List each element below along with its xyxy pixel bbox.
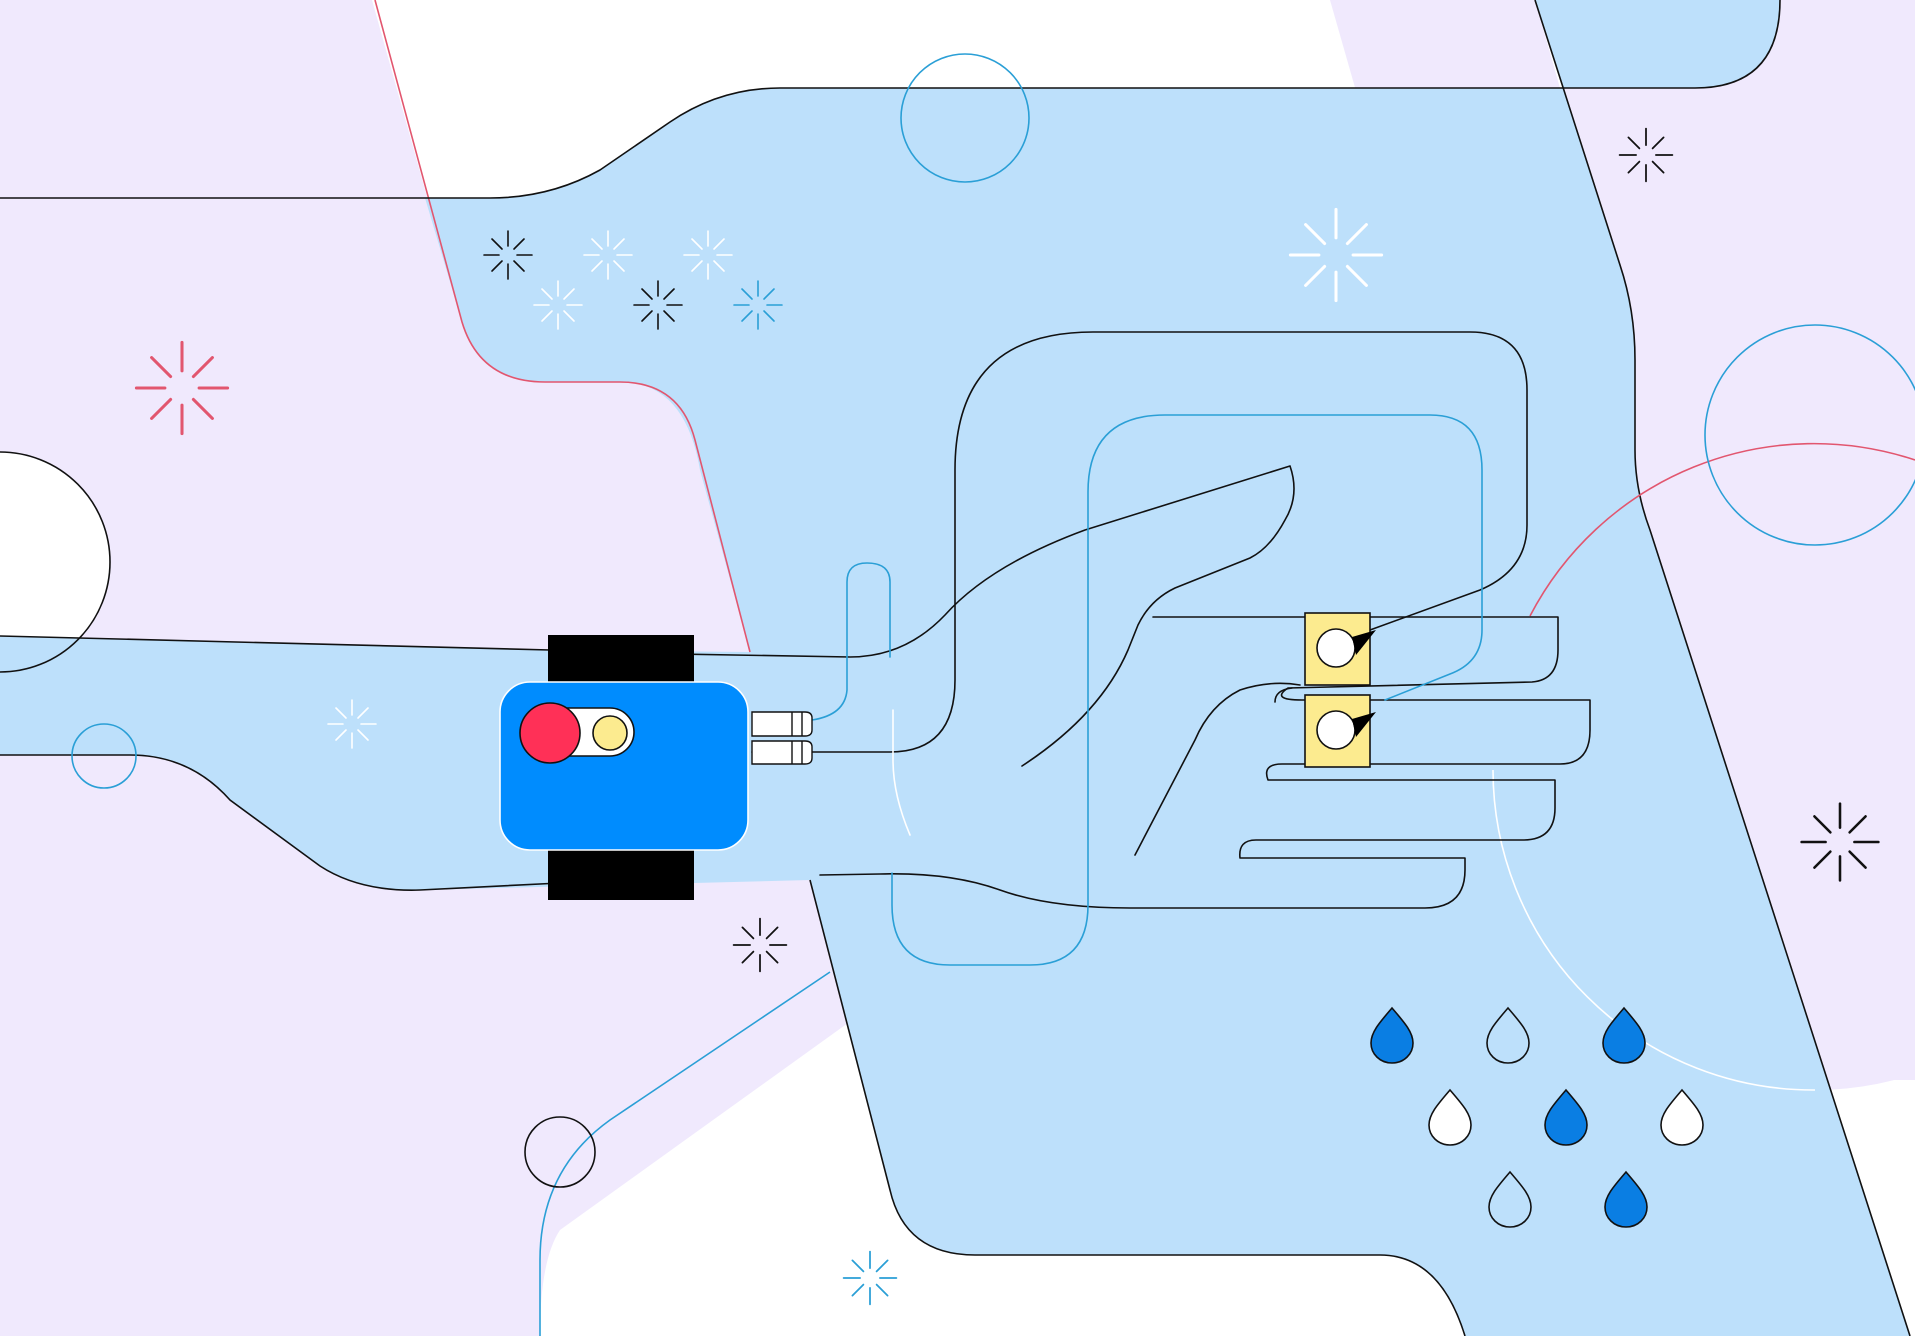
left-arm-lower-outline xyxy=(0,754,561,891)
ring-sensor-top xyxy=(1304,612,1376,686)
black-rounded-frame xyxy=(751,331,1528,753)
white-wrist-crease xyxy=(892,709,911,836)
top-blue-circle xyxy=(900,53,1030,183)
drop-3 xyxy=(1602,1006,1646,1064)
drop-2 xyxy=(1486,1006,1530,1064)
drop-8 xyxy=(1604,1170,1648,1228)
blue-lower-curve xyxy=(539,971,831,1336)
smart-wristband xyxy=(499,635,813,900)
right-blue-circle xyxy=(1704,324,1915,546)
drop-5 xyxy=(1544,1088,1588,1146)
small-blue-circle xyxy=(71,723,137,789)
white-arc xyxy=(1492,769,1816,1091)
drop-1 xyxy=(1370,1006,1414,1064)
thumb-outline xyxy=(1134,682,1301,856)
drop-4 xyxy=(1428,1088,1472,1146)
ring-sensor-bottom xyxy=(1304,694,1376,768)
ring-sensor-top-pointer xyxy=(1352,630,1376,655)
water-drops xyxy=(1370,1006,1704,1228)
ring-sensor-bottom-dial xyxy=(1316,710,1356,750)
left-outline-circle xyxy=(0,451,111,673)
wristband-strap-top xyxy=(548,635,694,685)
drop-6 xyxy=(1660,1088,1704,1146)
white-left-circle xyxy=(0,452,110,672)
hand-lineart xyxy=(559,331,1591,966)
bottom-outline-line xyxy=(809,879,1466,1336)
ring-sensor-bottom-pointer xyxy=(1352,712,1376,737)
connector-bottom xyxy=(751,740,813,765)
hand-outer-outline xyxy=(559,465,1295,767)
wristband-yellow-indicator xyxy=(592,715,628,751)
small-black-circle xyxy=(524,1116,596,1188)
wristband-red-button xyxy=(519,702,581,764)
blue-finger-loop xyxy=(811,562,891,721)
right-diagonal-line xyxy=(1534,0,1911,1336)
left-arm-upper-outline xyxy=(0,635,551,651)
connector-top xyxy=(751,711,813,737)
ring-sensor-top-dial xyxy=(1316,628,1356,668)
pink-arc xyxy=(1529,442,1915,617)
hand-lower-outline xyxy=(819,616,1591,909)
wristband-strap-bottom xyxy=(548,850,694,900)
pink-diagonal-line xyxy=(374,0,751,653)
top-outline-line xyxy=(0,0,1781,199)
smart-rings xyxy=(1304,612,1376,768)
blue-rounded-frame xyxy=(891,414,1483,966)
ring-finger-crease xyxy=(1274,687,1293,703)
drop-7 xyxy=(1488,1170,1532,1228)
wristband-connectors xyxy=(751,711,813,765)
